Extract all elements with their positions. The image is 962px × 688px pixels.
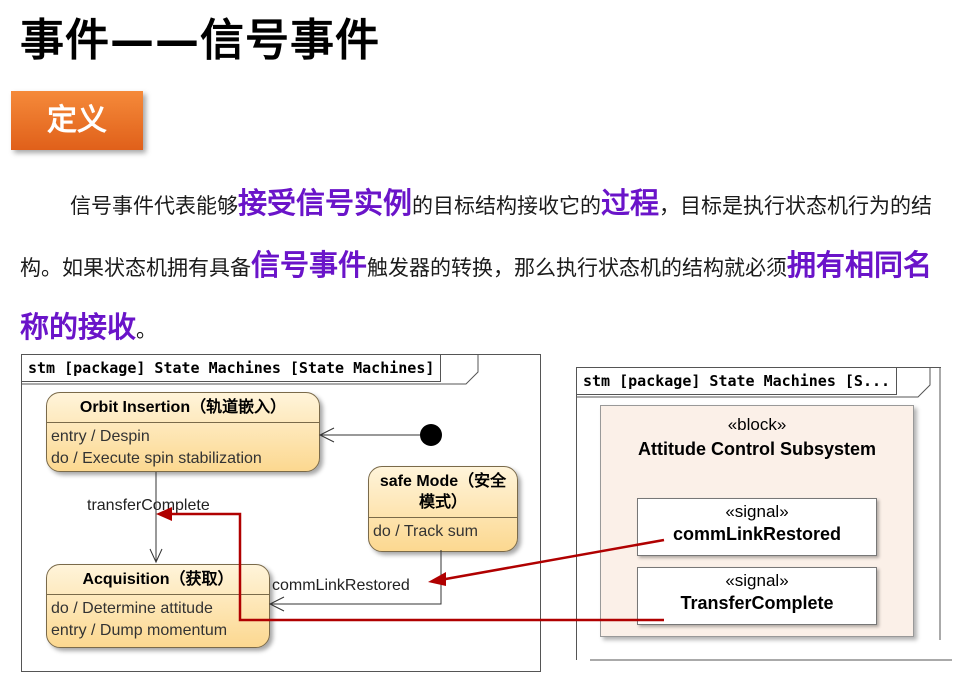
acquisition-state-name: Acquisition（获取）: [82, 571, 234, 588]
para-text-2: 的目标结构接收它的: [412, 194, 602, 218]
safe-mode-state[interactable]: safe Mode（安全模式） do / Track sum: [368, 466, 518, 552]
red-arrowhead-transfer: [156, 507, 172, 521]
para-highlight-3: 信号事件: [251, 248, 368, 282]
red-arrow-commlink: [439, 538, 665, 582]
para-highlight-1: 接受信号实例: [238, 186, 413, 220]
transition-label-commlinkrestored: commLinkRestored: [272, 577, 410, 594]
signal-stereotype: «signal»: [725, 571, 789, 590]
signal-stereotype: «signal»: [725, 502, 789, 521]
acquisition-do-action: do / Determine attitude: [51, 600, 213, 617]
para-text-1: 信号事件代表能够: [70, 194, 238, 218]
transition-label-transfercomplete: transferComplete: [87, 497, 210, 514]
transfer-transition-arrowhead: [149, 548, 163, 564]
orbit-entry-action: entry / Despin: [51, 428, 150, 445]
orbit-state-name: Orbit Insertion（轨道嵌入）: [79, 399, 287, 416]
commlink-transition-arrowhead: [268, 596, 285, 612]
red-arrow-transfer: [168, 512, 664, 622]
para-highlight-4: 拥有相同名称的接收: [20, 248, 933, 344]
right-frame-tab-corner: [576, 367, 931, 398]
para-highlight-2: 过程: [601, 186, 660, 220]
para-text-4: 触发器的转换，那么执行状态机的结构就必须: [367, 256, 788, 280]
definition-badge: 定义: [11, 91, 143, 150]
acquisition-state[interactable]: Acquisition（获取） do / Determine attitude …: [46, 564, 270, 648]
safe-do-action: do / Track sum: [373, 523, 478, 540]
initial-state-dot: [420, 424, 442, 446]
block-name: Attitude Control Subsystem: [637, 439, 876, 459]
left-frame-label: stm [package] State Machines [State Mach…: [22, 355, 442, 382]
orbit-do-action: do / Execute spin stabilization: [51, 450, 262, 467]
signal-name: commLinkRestored: [672, 524, 842, 544]
commlink-transition-line: [270, 550, 442, 605]
signal-transfercomplete[interactable]: «signal» TransferComplete: [637, 567, 877, 625]
definition-paragraph: 信号事件代表能够接受信号实例的目标结构接收它的过程，目标是执行状态机行为的结构。…: [20, 174, 955, 360]
signal-commlinkrestored[interactable]: «signal» commLinkRestored: [637, 498, 877, 556]
right-frame-label: stm [package] State Machines [S...: [577, 368, 898, 395]
left-frame-tab-corner: [21, 354, 479, 385]
para-text-5: 。: [136, 318, 158, 342]
attitude-control-block[interactable]: «block» Attitude Control Subsystem «sign…: [600, 405, 914, 637]
signal-name: TransferComplete: [680, 593, 834, 613]
orbit-insertion-state[interactable]: Orbit Insertion（轨道嵌入） entry / Despin do …: [46, 392, 320, 472]
red-arrowhead-commlink: [428, 572, 446, 586]
acquisition-entry-action: entry / Dump momentum: [51, 622, 228, 639]
safe-state-name: safe Mode（安全模式）: [379, 473, 507, 511]
para-text-3: ，目标是执行状态机行为的结构。如果状态机拥有具备: [20, 194, 933, 280]
initial-transition-arrowhead: [318, 427, 335, 443]
page-title: 事件——信号事件: [20, 15, 380, 66]
block-stereotype: «block»: [727, 415, 787, 434]
